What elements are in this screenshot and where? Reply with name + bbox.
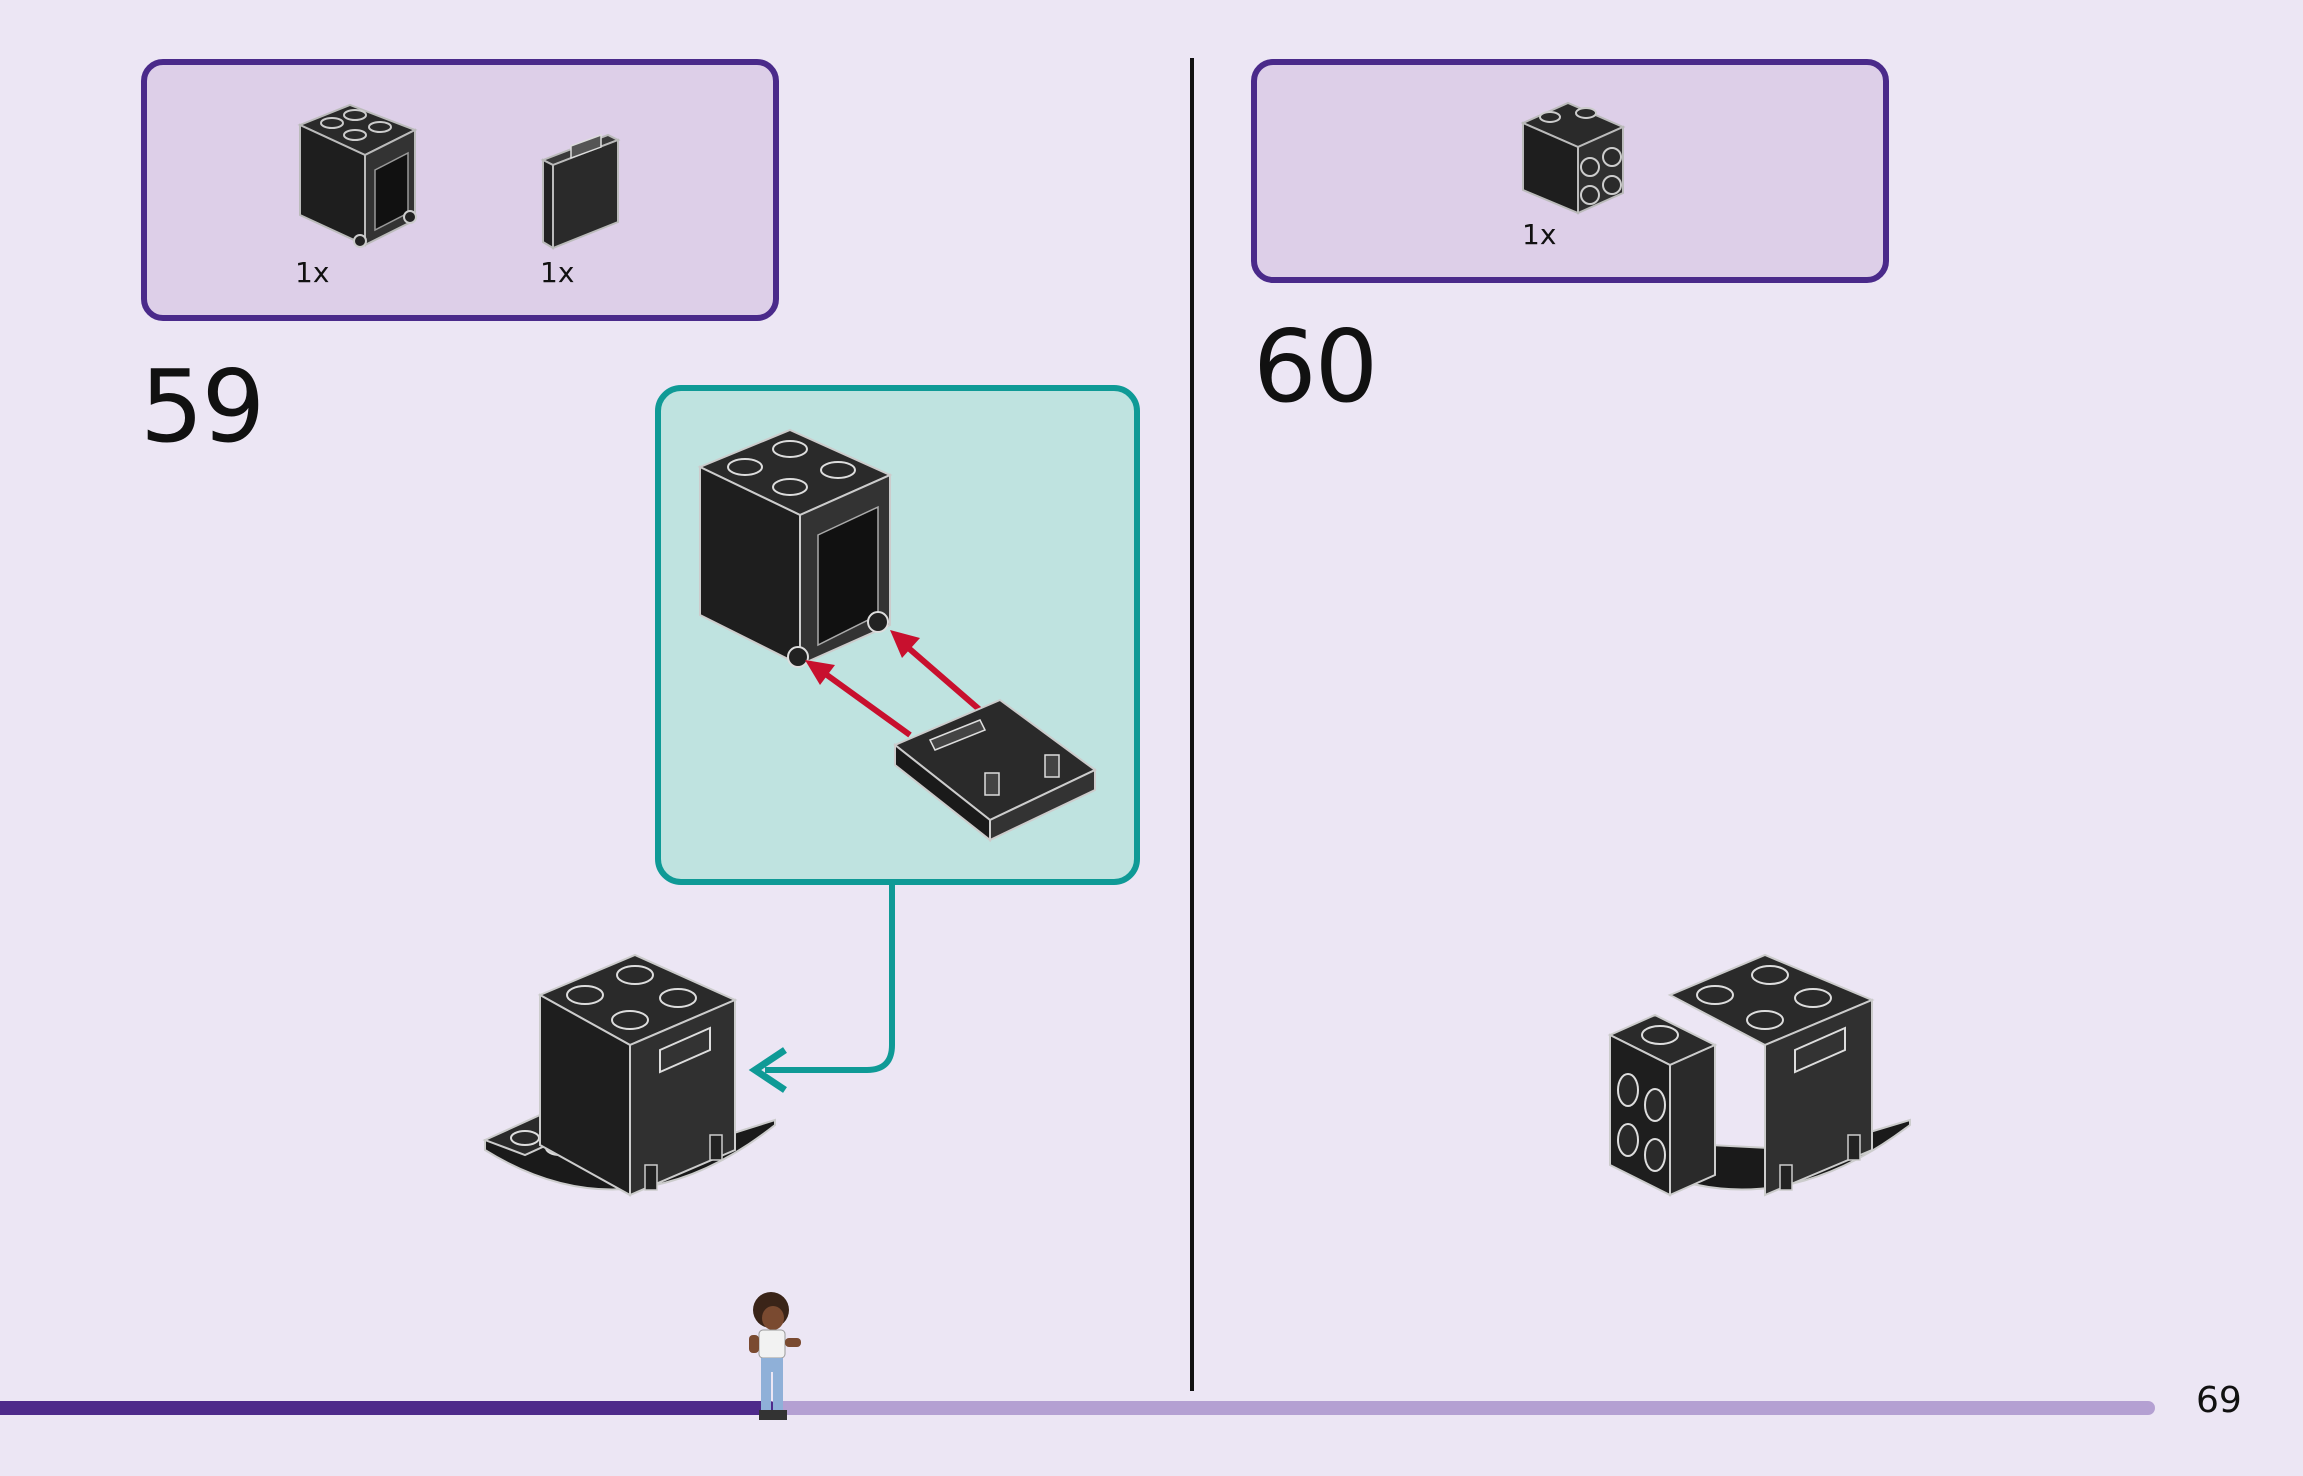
part-qty: 1x: [540, 256, 575, 289]
part-qty: 1x: [295, 256, 330, 289]
minifigure-icon: [749, 1292, 801, 1420]
brick-with-side-studs-icon: [1520, 101, 1626, 215]
assembled-model-icon: [482, 953, 776, 1197]
container-door-icon: [893, 698, 1097, 843]
page-number: 69: [2196, 1380, 2242, 1421]
part-qty: 1x: [1522, 218, 1557, 251]
red-arrow-icon: [890, 630, 982, 713]
page-divider: [1190, 58, 1194, 1391]
progress-bar-fill: [0, 1401, 776, 1415]
container-door-icon: [540, 133, 621, 250]
container-2x2x2-icon: [697, 428, 893, 668]
assembled-model-icon: [1607, 953, 1911, 1197]
step-number: 59: [140, 348, 265, 465]
parts-box-step-59: [141, 59, 779, 321]
container-2x2x2-icon: [297, 103, 418, 248]
red-arrow-icon: [805, 660, 912, 738]
callout-connector-arrow: [748, 885, 895, 1093]
step-number: 60: [1253, 308, 1378, 425]
